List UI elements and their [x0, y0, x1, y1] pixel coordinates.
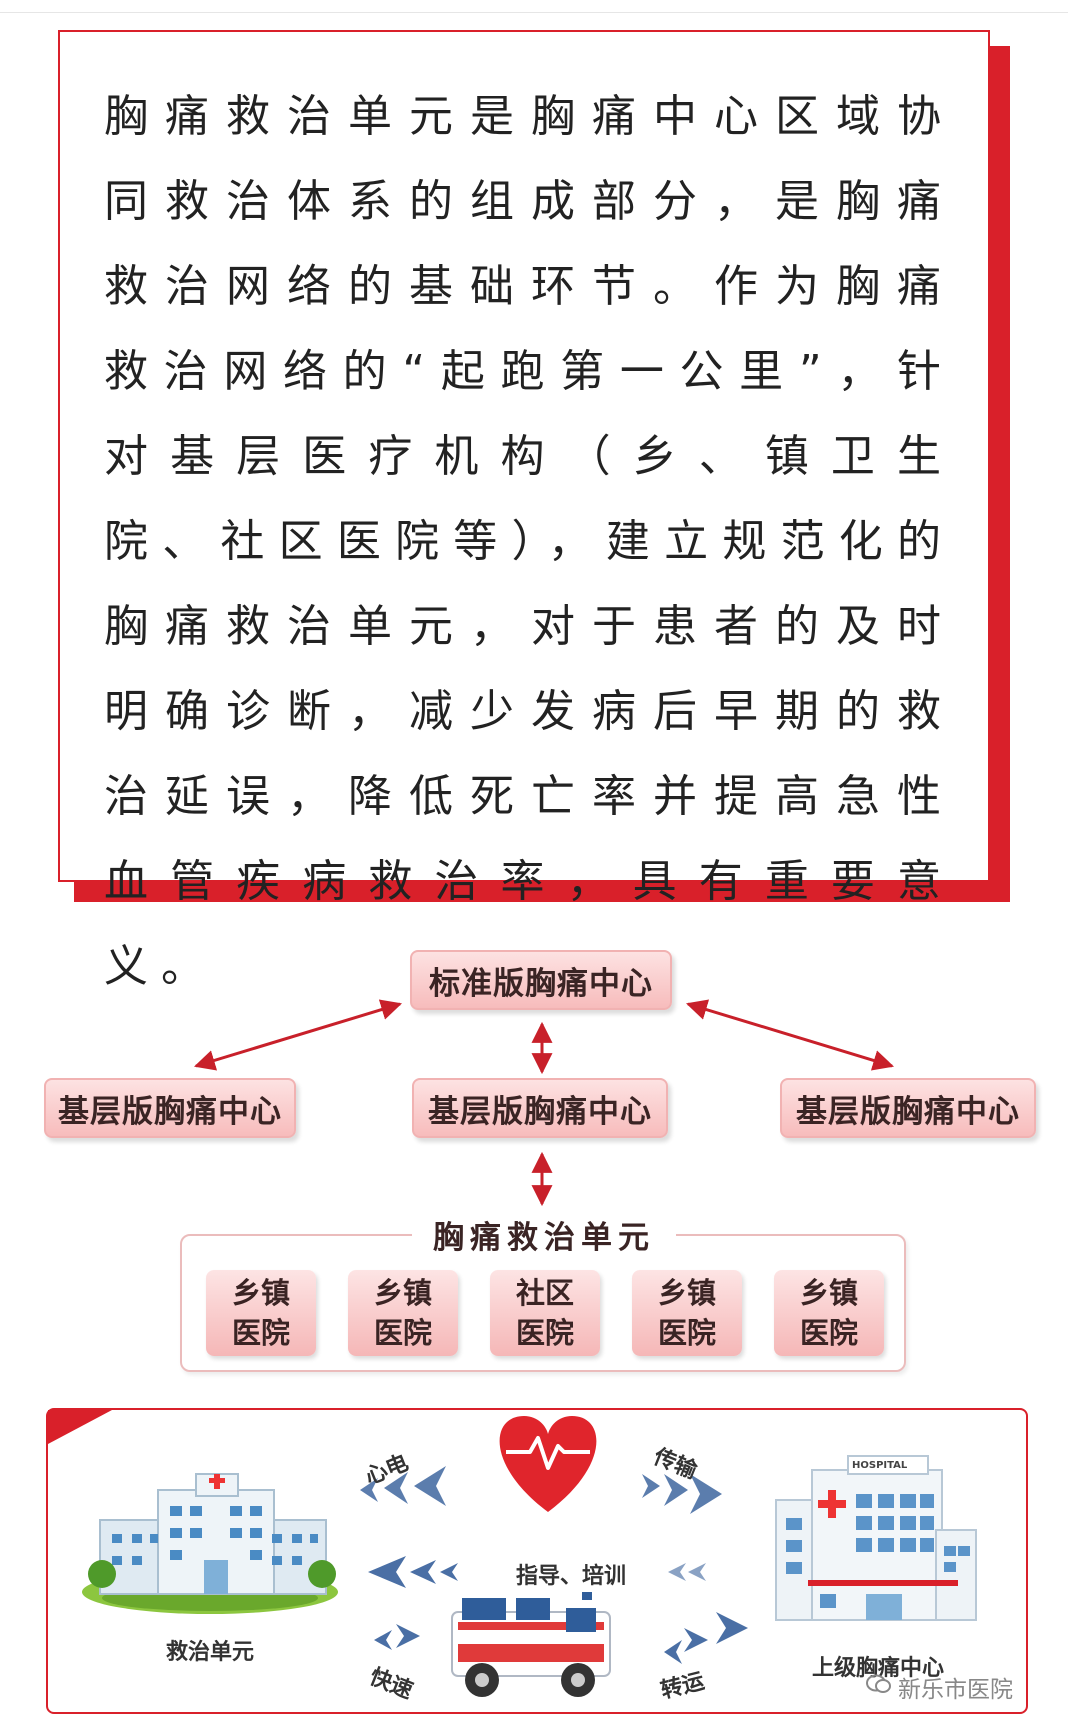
watermark-text: 新乐市医院 [898, 1677, 1013, 1703]
ambulance-icon [451, 1592, 611, 1697]
label-guide: 指导、培训 [516, 1564, 627, 1589]
unit-tile-line2: 医院 [231, 1316, 290, 1350]
unit-tile-line2: 医院 [373, 1316, 432, 1350]
flow-frame [46, 1408, 1028, 1714]
unit-tile-line1: 乡镇 [799, 1276, 858, 1310]
label-upper-center: 上级胸痛中心 [812, 1656, 945, 1681]
chevrons-fast [374, 1624, 420, 1650]
unit-tile-line1: 社区 [515, 1276, 574, 1310]
unit-title: 胸痛救治单元 [412, 1213, 676, 1256]
chevrons-guide-left [368, 1556, 458, 1588]
arrow-top-right [685, 999, 895, 1071]
text-card: 胸痛救治单元是胸痛中心区域协同救治体系的组成部分，是胸痛救治网络的基础环节。作为… [58, 30, 990, 992]
unit-tile-line1: 乡镇 [373, 1276, 432, 1310]
basic-center-box-left: 基层版胸痛中心 [44, 1078, 296, 1138]
clinic-building-icon [82, 1473, 338, 1614]
chevrons-transmit [642, 1474, 722, 1514]
hospital-sign: HOSPITAL [852, 1460, 908, 1471]
unit-tile-3: 社区 医院 [490, 1270, 600, 1356]
wechat-icon [866, 1673, 892, 1701]
watermark: 新乐市医院 [866, 1670, 1013, 1704]
basic-center-box-middle: 基层版胸痛中心 [412, 1078, 668, 1138]
unit-tile-line2: 医院 [515, 1316, 574, 1350]
corner-ribbon [48, 1410, 112, 1444]
chevrons-guide-right [668, 1563, 706, 1581]
unit-tile-5: 乡镇 医院 [774, 1270, 884, 1356]
standard-center-box: 标准版胸痛中心 [410, 950, 672, 1010]
chevrons-ecg [360, 1466, 446, 1506]
top-divider [0, 12, 1068, 13]
hospital-building-icon [775, 1455, 977, 1621]
unit-tile-2: 乡镇 医院 [348, 1270, 458, 1356]
intro-paragraph: 胸痛救治单元是胸痛中心区域协同救治体系的组成部分，是胸痛救治网络的基础环节。作为… [104, 91, 954, 992]
chevrons-transfer [664, 1612, 748, 1664]
unit-tile-1: 乡镇 医院 [206, 1270, 316, 1356]
unit-tile-4: 乡镇 医院 [632, 1270, 742, 1356]
heart-ecg-icon [499, 1416, 597, 1512]
unit-tile-line2: 医院 [657, 1316, 716, 1350]
unit-tile-line1: 乡镇 [231, 1276, 290, 1310]
label-rescue-unit: 救治单元 [166, 1640, 255, 1665]
unit-tile-line1: 乡镇 [657, 1276, 716, 1310]
basic-center-box-right: 基层版胸痛中心 [780, 1078, 1036, 1138]
arrow-top-left [193, 999, 403, 1071]
unit-tile-line2: 医院 [799, 1316, 858, 1350]
